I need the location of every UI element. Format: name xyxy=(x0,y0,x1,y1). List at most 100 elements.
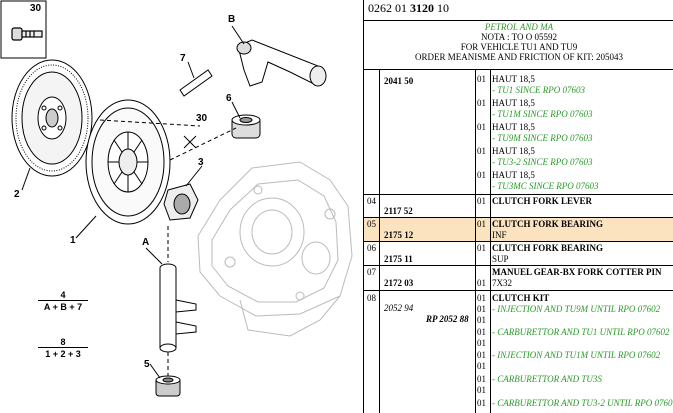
header-line-2: NOTA : TO O 05592 xyxy=(481,32,557,42)
parts-list-panel: 0262 01 3120 10 PETROL AND MA NOTA : TO … xyxy=(363,0,673,413)
row-separator-3 xyxy=(364,241,673,242)
row-separator-5 xyxy=(364,290,673,291)
qty: 01 xyxy=(477,122,486,132)
part-code: 2052 94 xyxy=(384,303,414,313)
fork-lever-drawing xyxy=(236,39,327,87)
release-bearing-drawing xyxy=(163,183,199,221)
part-desc: HAUT 18,5 xyxy=(492,98,535,108)
gearbox-housing-drawing xyxy=(197,161,353,337)
formula-4-expression: A + B + 7 xyxy=(38,300,88,312)
part-code: 2172 03 xyxy=(384,278,414,288)
qty: 01 xyxy=(477,327,486,337)
lower-bearing-drawing xyxy=(155,375,181,397)
qty: 01 xyxy=(477,278,486,288)
label-item-5: 5 xyxy=(144,359,150,370)
part-note: - CARBURETTOR AND TU3S xyxy=(492,374,602,384)
qty: 01 xyxy=(477,361,486,371)
part-note: - TU1M SINCE RPO 07603 xyxy=(492,109,593,119)
exploded-parts-diagram: 30 B 7 6 30 2 3 1 A 5 4 A + B + 7 8 1 + … xyxy=(0,0,353,397)
catalog-reference: 0262 01 3120 10 xyxy=(368,1,449,16)
row-separator-1 xyxy=(364,194,673,195)
formula-8-expression: 1 + 2 + 3 xyxy=(38,347,88,359)
part-desc: CLUTCH FORK LEVER xyxy=(492,196,593,206)
upper-bearing-drawing xyxy=(231,114,261,139)
part-code: 2117 52 xyxy=(384,206,413,216)
qty: 01 xyxy=(477,243,486,253)
qty: 01 xyxy=(477,196,486,206)
qty: 01 xyxy=(477,338,486,348)
replacement-part-code: RP 2052 88 xyxy=(426,314,469,324)
label-item-30-box: 30 xyxy=(30,3,42,14)
qty: 01 xyxy=(477,98,486,108)
label-item-7: 7 xyxy=(180,53,186,64)
part-note: - TU9M SINCE RPO 07603 xyxy=(492,133,593,143)
qty: 01 xyxy=(477,350,486,360)
part-desc: MANUEL GEAR-BX FORK COTTER PIN xyxy=(492,267,662,277)
formula-item-4: 4 A + B + 7 xyxy=(38,290,88,312)
fork-shaft-drawing xyxy=(159,263,197,353)
label-item-6: 6 xyxy=(226,93,232,104)
ref-bold: 3120 xyxy=(410,1,434,15)
formula-4-number: 4 xyxy=(60,290,66,300)
part-desc: CLUTCH KIT xyxy=(492,293,550,303)
qty: 01 xyxy=(477,219,486,229)
qty: 01 xyxy=(477,146,486,156)
part-desc: HAUT 18,5 xyxy=(492,74,535,84)
part-desc: HAUT 18,5 xyxy=(492,146,535,156)
part-desc: HAUT 18,5 xyxy=(492,122,535,132)
header-line-1: PETROL AND MA xyxy=(484,22,554,32)
part-note: - TU3MC SINCE RPO 07603 xyxy=(492,181,599,191)
bolt-drawing xyxy=(11,27,43,41)
label-item-30: 30 xyxy=(196,113,208,124)
leader-lines xyxy=(21,25,245,379)
ref-suffix: 10 xyxy=(437,1,449,15)
clutch-assembly-drawing xyxy=(0,0,353,397)
row-highlight xyxy=(364,217,673,241)
position-number: 06 xyxy=(367,243,376,253)
label-item-a: A xyxy=(142,237,150,248)
position-number: 07 xyxy=(367,267,376,277)
qty: 01 xyxy=(477,315,486,325)
qty: 01 xyxy=(477,398,486,408)
header-line-3: FOR VEHICLE TU1 AND TU9 xyxy=(460,42,578,52)
part-note: INF xyxy=(492,230,507,240)
cotter-pin-drawing xyxy=(179,69,213,97)
label-item-2: 2 xyxy=(14,189,20,200)
part-note: - CARBURETTOR AND TU1 UNTIL RPO 07602 xyxy=(492,327,670,337)
qty: 01 xyxy=(477,304,486,314)
position-number: 04 xyxy=(367,196,376,206)
position-number: 05 xyxy=(367,219,376,229)
ref-prefix: 0262 01 xyxy=(368,1,407,15)
qty: 01 xyxy=(477,385,486,395)
part-note: - CARBURETTOR AND TU3-2 UNTIL RPO 0760 xyxy=(492,398,673,408)
clutch-disc-drawing xyxy=(11,59,93,177)
formula-item-8: 8 1 + 2 + 3 xyxy=(38,337,88,359)
part-code: 2175 12 xyxy=(384,230,414,240)
part-code: 2041 50 xyxy=(384,76,414,86)
pressure-plate-drawing xyxy=(85,99,171,225)
part-desc: CLUTCH FORK BEARING xyxy=(492,219,604,229)
part-desc: HAUT 18,5 xyxy=(492,170,535,180)
part-note: SUP xyxy=(492,254,509,264)
row-separator-4 xyxy=(364,265,673,266)
label-item-1: 1 xyxy=(70,235,76,246)
table-header-notes: PETROL AND MA NOTA : TO O 05592 FOR VEHI… xyxy=(364,20,673,70)
formula-8-number: 8 xyxy=(60,337,66,347)
row-separator-2 xyxy=(364,217,673,218)
part-note: - INJECTION AND TU9M UNTIL RPO 07602 xyxy=(492,304,661,314)
label-item-3: 3 xyxy=(198,157,204,168)
part-note: 7X32 xyxy=(492,278,512,288)
part-note: - TU1 SINCE RPO 07603 xyxy=(492,85,585,95)
part-note: - TU3-2 SINCE RPO 07603 xyxy=(492,157,593,167)
label-item-b: B xyxy=(228,14,236,25)
qty: 01 xyxy=(477,374,486,384)
qty: 01 xyxy=(477,170,486,180)
qty: 01 xyxy=(477,74,486,84)
item-30-box xyxy=(0,0,47,59)
header-line-4: ORDER MEANISME AND FRICTION OF KIT: 2050… xyxy=(414,52,624,62)
part-note: - INJECTION AND TU1M UNTIL RPO 07602 xyxy=(492,350,661,360)
position-number: 08 xyxy=(367,293,376,303)
part-code: 2175 11 xyxy=(384,254,413,264)
qty: 01 xyxy=(477,293,486,303)
part-desc: CLUTCH FORK BEARING xyxy=(492,243,604,253)
